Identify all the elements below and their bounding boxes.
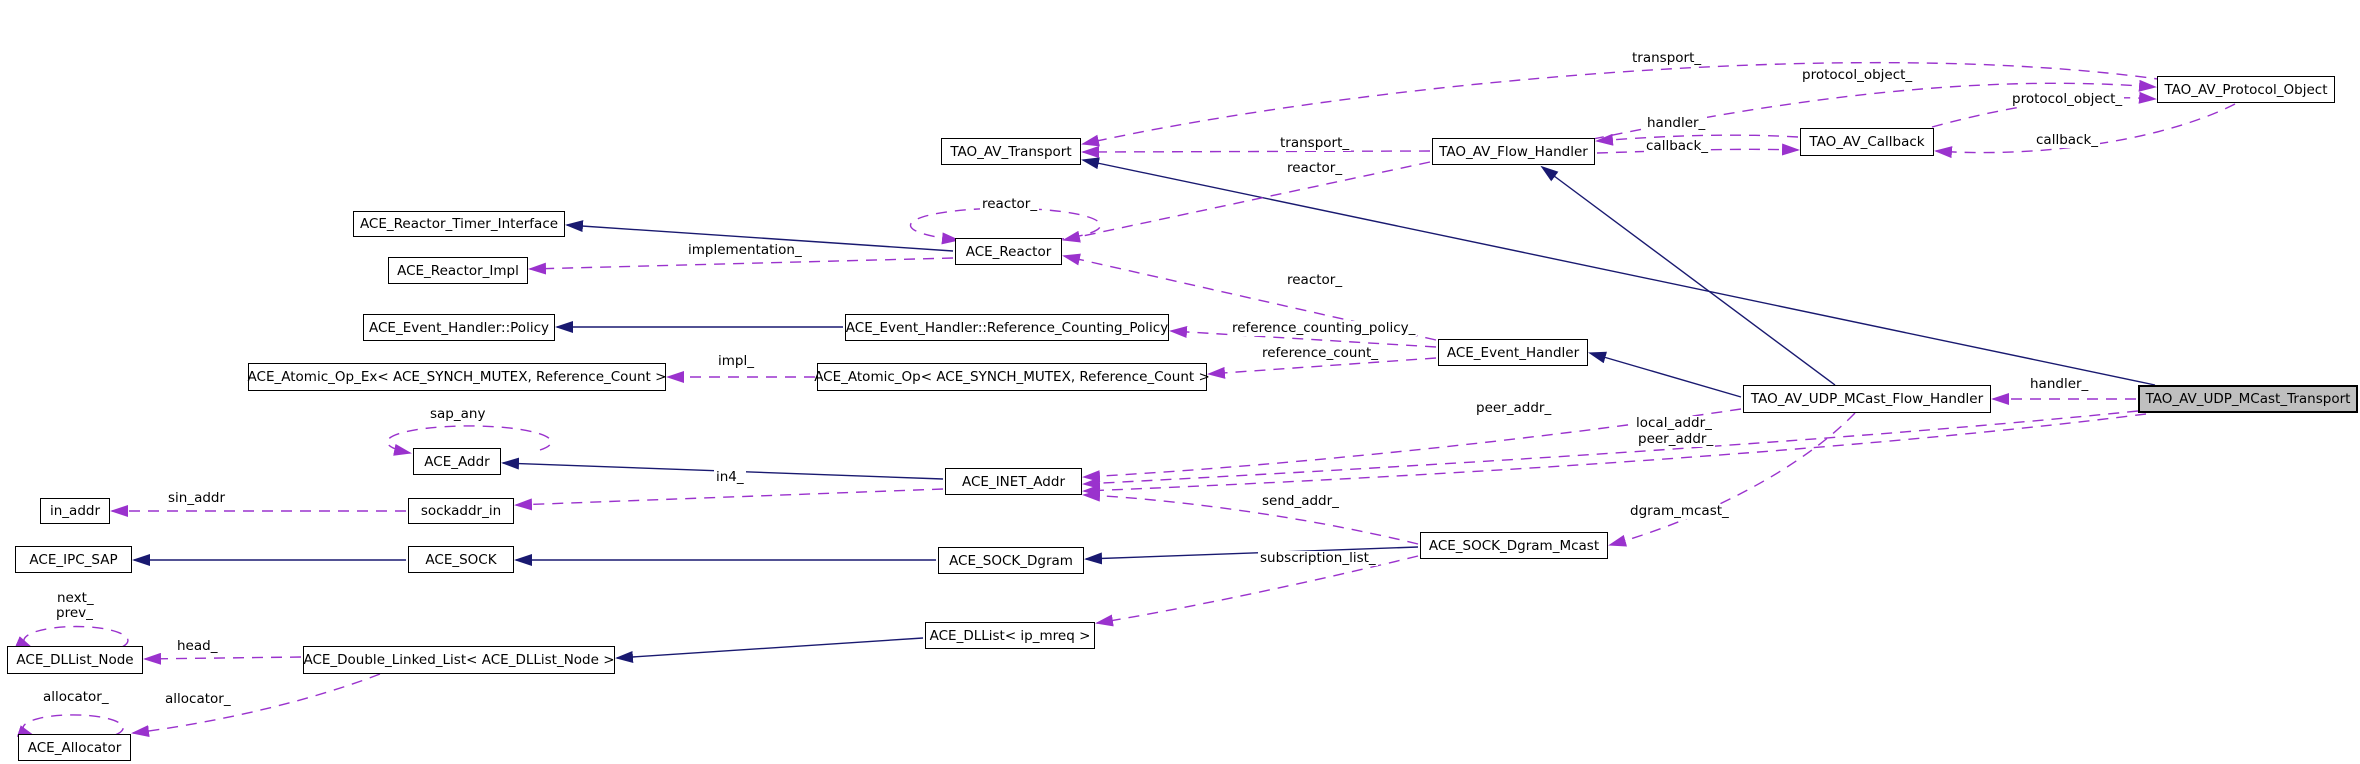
edge-label-handler-right: handler_ <box>2028 376 2091 392</box>
edge-usage-double-linked-list-to-allocator <box>131 673 381 738</box>
edge-usage-protocol-object-to-transport <box>1081 61 2166 147</box>
edge-inherit-ace-dllist-to-ace-double-linked-list <box>615 637 924 663</box>
edge-label-protocol-object-lower: protocol_object_ <box>2010 91 2125 107</box>
edge-inherit-ace-reactor-to-timer-interface <box>565 220 954 252</box>
edge-label-transport-top: transport_ <box>1630 50 1704 66</box>
edge-label-next: next_ <box>55 590 96 606</box>
node-ace-reactor[interactable]: ACE_Reactor <box>955 238 1062 265</box>
edge-label-allocator-self: allocator_ <box>41 689 111 705</box>
edge-label-peer-addr-flow-handler: peer_addr_ <box>1474 400 1554 416</box>
node-tao-av-udp-mcast-flow-handler[interactable]: TAO_AV_UDP_MCast_Flow_Handler <box>1743 385 1991 413</box>
edge-label-protocol-object-upper: protocol_object_ <box>1800 67 1915 83</box>
node-ace-reactor-impl[interactable]: ACE_Reactor_Impl <box>388 257 528 284</box>
edge-usage-event-handler-to-ref-counting-policy <box>1169 325 1437 348</box>
node-ace-event-handler[interactable]: ACE_Event_Handler <box>1438 339 1588 366</box>
node-ace-allocator[interactable]: ACE_Allocator <box>18 734 131 761</box>
node-ace-reactor-timer-interface[interactable]: ACE_Reactor_Timer_Interface <box>353 211 565 237</box>
edge-label-send-addr: send_addr_ <box>1260 493 1341 509</box>
edge-label-allocator-list: allocator_ <box>163 691 233 707</box>
edge-usage-reactor-self-loop <box>909 207 1102 245</box>
edge-label-head: head_ <box>175 638 220 654</box>
node-sockaddr-in[interactable]: sockaddr_in <box>408 498 514 524</box>
edge-usage-flow-handler-to-protocol-object <box>1592 79 2157 140</box>
edge-label-sap-any: sap_any <box>428 406 488 422</box>
node-ace-inet-addr[interactable]: ACE_INET_Addr <box>945 468 1082 495</box>
node-ace-dllist-ip-mreq[interactable]: ACE_DLList< ip_mreq > <box>925 622 1095 649</box>
node-ace-event-handler-policy[interactable]: ACE_Event_Handler::Policy <box>363 314 555 341</box>
node-ace-ipc-sap[interactable]: ACE_IPC_SAP <box>15 546 132 573</box>
edge-label-in4: in4_ <box>714 469 746 485</box>
edge-usage-flow-handler-to-reactor <box>1062 161 1431 243</box>
edge-inherit-udp-mcast-transport-to-tao-av-transport <box>1081 157 2156 386</box>
node-ace-atomic-op-ex[interactable]: ACE_Atomic_Op_Ex< ACE_SYNCH_MUTEX, Refer… <box>248 363 666 391</box>
node-ace-sock-dgram[interactable]: ACE_SOCK_Dgram <box>938 547 1084 574</box>
node-tao-av-protocol-object[interactable]: TAO_AV_Protocol_Object <box>2157 76 2335 103</box>
edge-label-implementation: implementation_ <box>686 242 804 258</box>
edge-label-impl: impl_ <box>716 353 756 369</box>
edge-label-handler-top: handler_ <box>1645 115 1708 131</box>
edge-label-peer-addr-transport: peer_addr_ <box>1636 431 1716 447</box>
edge-label-sin-addr: sin_addr <box>166 490 228 506</box>
node-tao-av-flow-handler[interactable]: TAO_AV_Flow_Handler <box>1432 138 1595 165</box>
edge-inherit-udp-mcast-flow-handler-to-ace-event-handler <box>1588 351 1742 398</box>
edge-label-dgram-mcast: dgram_mcast_ <box>1628 503 1731 519</box>
edge-label-callback-right: callback_ <box>2034 132 2101 148</box>
node-ace-dllist-node[interactable]: ACE_DLList_Node <box>7 646 143 674</box>
edge-label-prev: prev_ <box>54 605 95 621</box>
edge-label-callback-mid: callback_ <box>1644 138 1711 154</box>
node-in-addr[interactable]: in_addr <box>40 498 110 524</box>
edge-usage-udp-mcast-flow-handler-to-sock-dgram-mcast <box>1608 412 1856 547</box>
edge-usage-callback-to-flow-handler <box>1595 133 1799 146</box>
edge-usage-double-linked-list-to-dllist-node <box>143 652 302 665</box>
node-tao-av-transport[interactable]: TAO_AV_Transport <box>941 138 1081 165</box>
edge-label-transport-mid: transport_ <box>1278 135 1352 151</box>
node-ace-sock-dgram-mcast[interactable]: ACE_SOCK_Dgram_Mcast <box>1420 532 1608 559</box>
edge-label-reactor-flow-handler: reactor_ <box>1285 160 1345 176</box>
node-ace-event-handler-reference-counting-policy[interactable]: ACE_Event_Handler::Reference_Counting_Po… <box>845 314 1169 341</box>
edge-label-subscription-list: subscription_list_ <box>1258 550 1378 566</box>
edge-label-local-addr: local_addr_ <box>1634 415 1714 431</box>
edge-label-reactor-self: reactor_ <box>980 196 1040 212</box>
edge-inherit-ace-sock-dgram-mcast-to-ace-sock-dgram <box>1084 546 1419 565</box>
node-ace-addr[interactable]: ACE_Addr <box>413 448 501 475</box>
edge-inherit-udp-mcast-flow-handler-to-tao-av-flow-handler <box>1540 165 1836 386</box>
edge-label-reference-count: reference_count_ <box>1260 345 1381 361</box>
edge-usage-inet-addr-to-sockaddr-in <box>514 488 944 511</box>
edge-usage-reactor-to-reactor-impl <box>528 257 954 275</box>
edge-usage-udp-mcast-transport-to-inet-addr-local <box>1082 410 2139 490</box>
node-ace-sock[interactable]: ACE_SOCK <box>408 546 514 573</box>
edge-usage-flow-handler-to-transport <box>1081 145 1431 158</box>
edge-label-reactor-event-handler: reactor_ <box>1285 272 1345 288</box>
edge-usage-udp-mcast-transport-to-inet-addr-peer <box>1082 413 2147 497</box>
edge-usage-allocator-self-loop <box>16 714 124 737</box>
node-tao-av-udp-mcast-transport-current: TAO_AV_UDP_MCast_Transport <box>2138 385 2358 413</box>
edge-usage-sock-dgram-mcast-to-dllist <box>1095 555 1419 627</box>
edge-usage-callback-to-protocol-object <box>1931 91 2157 128</box>
node-ace-atomic-op[interactable]: ACE_Atomic_Op< ACE_SYNCH_MUTEX, Referenc… <box>814 363 1210 391</box>
edge-usage-sock-dgram-mcast-to-inet-addr-send <box>1082 489 1419 545</box>
edge-usage-dllist-node-self-loop <box>14 625 129 649</box>
node-ace-double-linked-list[interactable]: ACE_Double_Linked_List< ACE_DLList_Node … <box>303 646 615 674</box>
edge-label-reference-counting-policy: reference_counting_policy_ <box>1230 320 1418 336</box>
node-tao-av-callback[interactable]: TAO_AV_Callback <box>1800 128 1934 156</box>
